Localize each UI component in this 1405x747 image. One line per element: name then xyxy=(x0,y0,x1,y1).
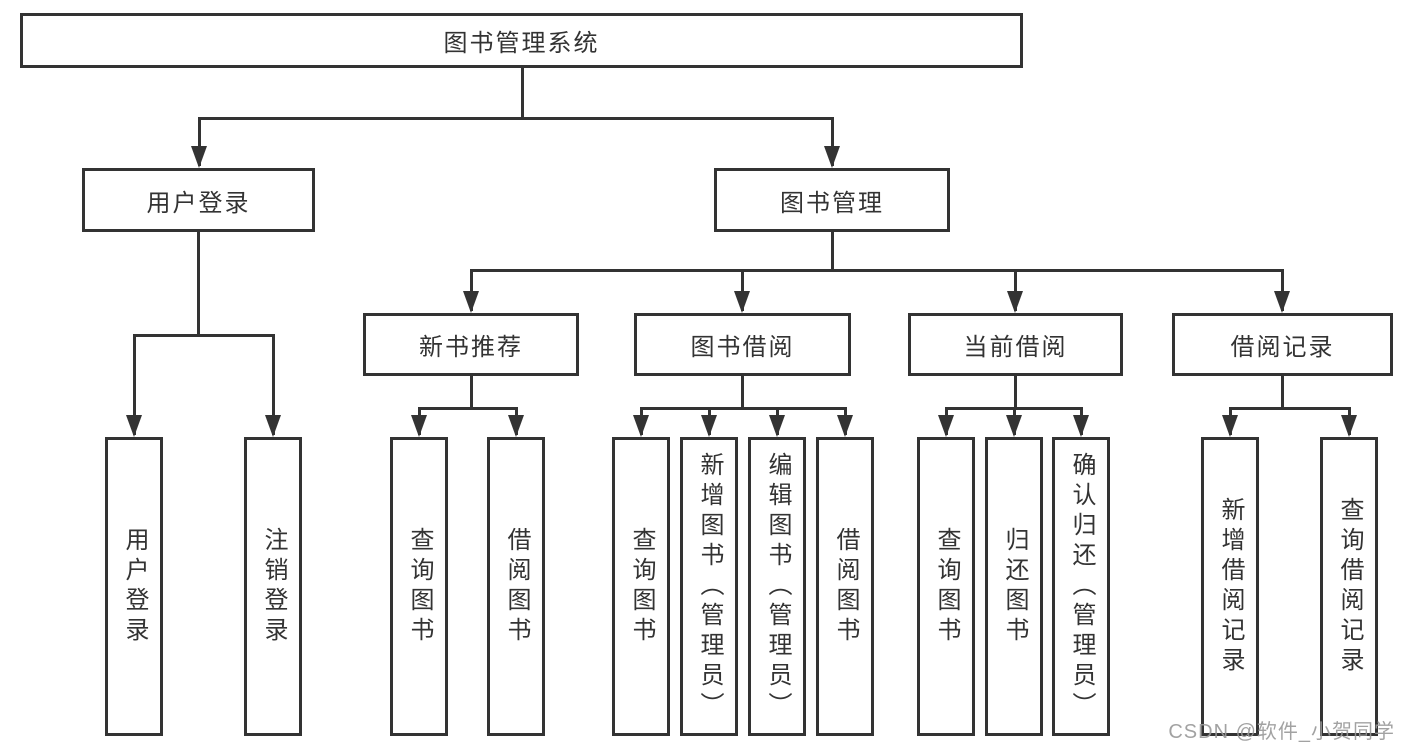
arrowhead-down-icon xyxy=(1341,415,1357,437)
leaf-record-add: 新增借阅记录 xyxy=(1201,437,1259,736)
arrowhead-down-icon xyxy=(191,146,207,168)
arrowhead-down-icon xyxy=(508,415,524,437)
arrowhead-down-icon xyxy=(1007,291,1023,313)
connector-line xyxy=(1280,376,1284,410)
connector-line xyxy=(469,268,1284,272)
arrowhead-down-icon xyxy=(1274,291,1290,313)
arrowhead-down-icon xyxy=(1222,415,1238,437)
leaf-current-query: 查询图书 xyxy=(917,437,975,736)
connector-line xyxy=(196,232,200,337)
leaf-current-confirm: 确认归还（管理员） xyxy=(1052,437,1110,736)
arrowhead-down-icon xyxy=(837,415,853,437)
connector-line xyxy=(469,376,473,410)
arrowhead-down-icon xyxy=(411,415,427,437)
connector-line xyxy=(417,406,518,410)
connector-line xyxy=(1013,376,1017,410)
node-root: 图书管理系统 xyxy=(20,13,1023,68)
arrowhead-down-icon xyxy=(1006,415,1022,437)
node-new-book: 新书推荐 xyxy=(363,313,579,376)
leaf-login-user-login: 用户登录 xyxy=(105,437,163,736)
connector-line xyxy=(1228,406,1351,410)
connector-line xyxy=(740,269,744,311)
arrowhead-down-icon xyxy=(265,415,281,437)
arrowhead-down-icon xyxy=(734,291,750,313)
arrowhead-down-icon xyxy=(938,415,954,437)
node-book-mgmt: 图书管理 xyxy=(714,168,950,232)
leaf-borrow-add: 新增图书（管理员） xyxy=(680,437,738,736)
arrowhead-down-icon xyxy=(824,146,840,168)
connector-line xyxy=(740,376,744,410)
leaf-borrow-query: 查询图书 xyxy=(612,437,670,736)
node-book-borrow: 图书借阅 xyxy=(634,313,851,376)
leaf-login-logout: 注销登录 xyxy=(244,437,302,736)
connector-line xyxy=(197,116,834,120)
connector-line xyxy=(197,117,201,166)
arrowhead-down-icon xyxy=(701,415,717,437)
connector-line xyxy=(469,269,473,311)
leaf-newbook-query: 查询图书 xyxy=(390,437,448,736)
arrowhead-down-icon xyxy=(769,415,785,437)
arrowhead-down-icon xyxy=(1073,415,1089,437)
connector-line xyxy=(830,117,834,166)
leaf-borrow-borrow: 借阅图书 xyxy=(816,437,874,736)
connector-line xyxy=(639,406,847,410)
connector-line xyxy=(1013,269,1017,311)
connector-line xyxy=(1280,269,1284,311)
watermark: CSDN @软件_小贺同学 xyxy=(1168,721,1395,743)
leaf-record-query: 查询借阅记录 xyxy=(1320,437,1378,736)
connector-line xyxy=(132,333,275,337)
arrowhead-down-icon xyxy=(126,415,142,437)
arrowhead-down-icon xyxy=(463,291,479,313)
connector-line xyxy=(271,335,275,435)
connector-line xyxy=(520,68,524,120)
leaf-newbook-borrow: 借阅图书 xyxy=(487,437,545,736)
connector-line xyxy=(132,335,136,435)
node-borrow-record: 借阅记录 xyxy=(1172,313,1393,376)
arrowhead-down-icon xyxy=(633,415,649,437)
connector-line xyxy=(830,232,834,272)
leaf-borrow-edit: 编辑图书（管理员） xyxy=(748,437,806,736)
leaf-current-return: 归还图书 xyxy=(985,437,1043,736)
node-user-login: 用户登录 xyxy=(82,168,315,232)
node-current-borrow: 当前借阅 xyxy=(908,313,1123,376)
